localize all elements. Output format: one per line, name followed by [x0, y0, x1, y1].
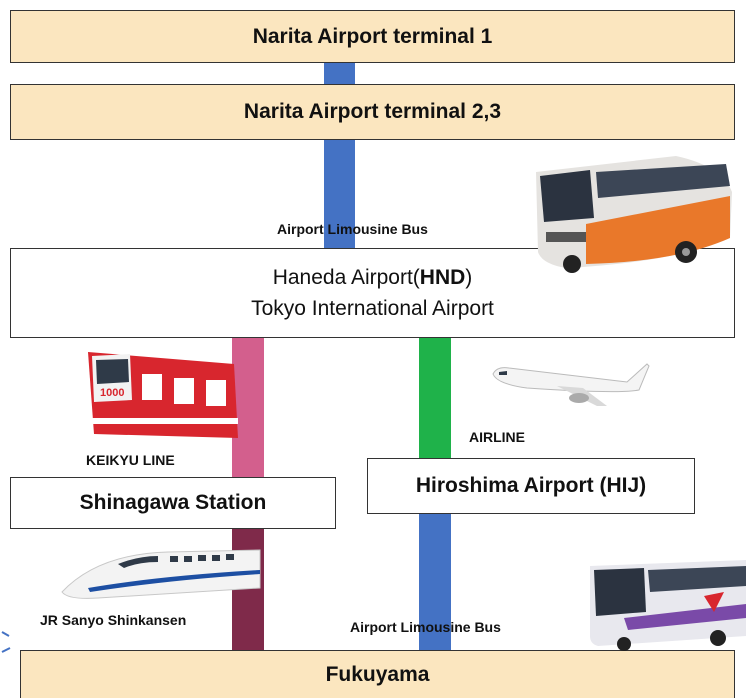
orange-limousine-bus-icon — [536, 156, 732, 273]
shinagawa-station-label: Shinagawa Station — [79, 491, 267, 514]
shinkansen-train-icon — [61, 549, 261, 599]
airline-label: AIRLINE — [469, 429, 525, 445]
limousine-bus-label-top: Airport Limousine Bus — [277, 221, 428, 237]
fukuyama-box: Fukuyama — [20, 650, 735, 698]
hiroshima-airport-label: Hiroshima Airport (HIJ) — [415, 474, 647, 497]
shinagawa-station-box: Shinagawa Station — [10, 477, 336, 529]
limousine-route-hiroshima-fukuyama — [419, 512, 451, 650]
fukuyama-label: Fukuyama — [325, 662, 430, 686]
narita-terminal-1-box: Narita Airport terminal 1 — [10, 10, 735, 63]
haneda-title: Haneda Airport(HND) — [272, 266, 473, 289]
purple-limousine-bus-icon — [590, 560, 746, 651]
red-keikyu-train-icon: 1000 — [88, 352, 238, 438]
haneda-subtitle: Tokyo International Airport — [251, 297, 494, 320]
haneda-airport-box: Haneda Airport(HND) Tokyo International … — [10, 248, 735, 338]
train-number: 1000 — [100, 387, 124, 399]
airline-route — [419, 338, 451, 458]
keikyu-line-label: KEIKYU LINE — [86, 452, 175, 468]
hiroshima-airport-box: Hiroshima Airport (HIJ) — [367, 458, 695, 514]
keikyu-route — [232, 338, 264, 478]
limousine-bus-label-bottom: Airport Limousine Bus — [350, 619, 501, 635]
edge-mark-icon — [1, 631, 11, 653]
airplane-icon — [492, 363, 650, 406]
haneda-code: HND — [419, 266, 466, 289]
narita-terminal-1-label: Narita Airport terminal 1 — [252, 24, 493, 48]
narita-terminal-2-3-box: Narita Airport terminal 2,3 — [10, 84, 735, 140]
narita-terminal-2-3-label: Narita Airport terminal 2,3 — [243, 100, 502, 123]
jr-sanyo-shinkansen-label: JR Sanyo Shinkansen — [40, 612, 187, 628]
